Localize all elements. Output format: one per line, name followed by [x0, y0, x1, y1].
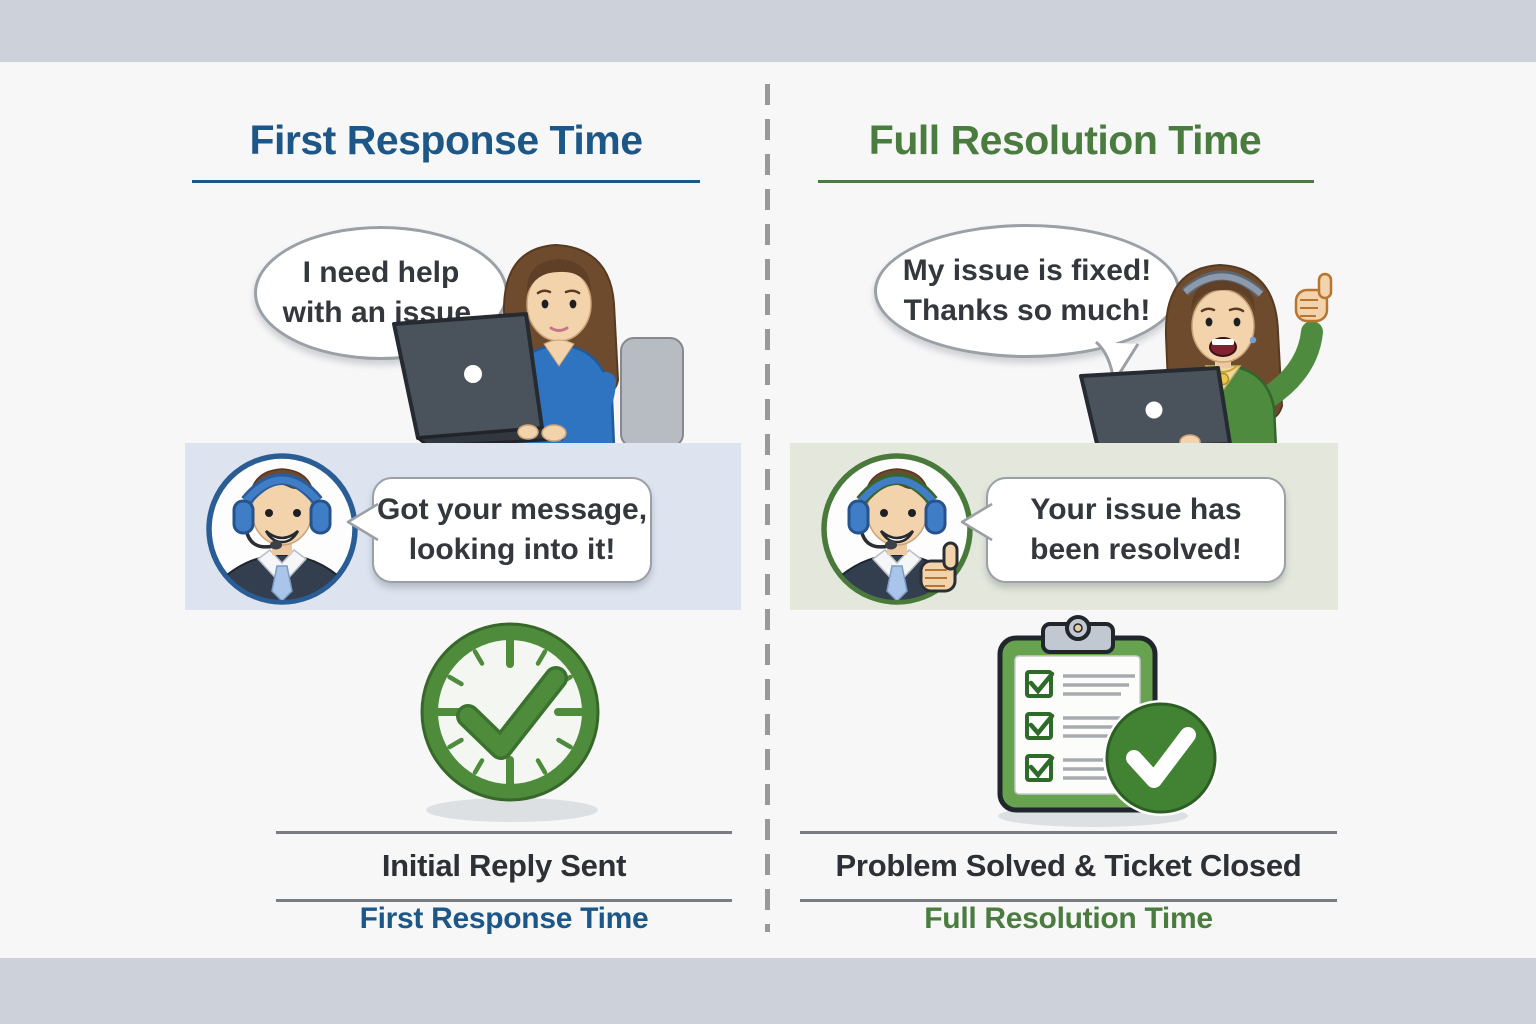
right-agent-bubble-tail	[960, 502, 993, 542]
left-support-agent-avatar-headset-icon	[206, 453, 358, 605]
panel-divider-dashed-line	[765, 84, 770, 932]
left-customer-bubble-line1: I need help	[302, 256, 460, 290]
left-agent-bubble-line1: Got your message,	[376, 493, 648, 527]
right-customer-bubble-line2: Thanks so much!	[903, 294, 1151, 327]
left-agent-speech-bubble: Got your message, looking into it!	[372, 477, 652, 583]
left-title-underline	[192, 180, 700, 183]
right-agent-speech-bubble: Your issue has been resolved!	[986, 477, 1286, 583]
left-agent-bubble-tail	[346, 502, 379, 542]
right-metric-label: Full Resolution Time	[924, 902, 1213, 935]
right-agent-bubble-line2: been resolved!	[1030, 533, 1242, 566]
right-customer-bubble-line1: My issue is fixed!	[902, 254, 1152, 288]
raised-fist	[1294, 288, 1329, 323]
right-customer-speech-bubble: My issue is fixed! Thanks so much!	[874, 224, 1180, 358]
thumbs-up-hand	[919, 541, 959, 593]
clipboard-check-icon	[997, 615, 1219, 827]
laptop-logo	[464, 365, 482, 383]
right-customer-illustration-woman-cheering	[1079, 263, 1333, 448]
bottom-frame-bar	[0, 958, 1536, 1024]
left-milestone-label: Initial Reply Sent	[276, 831, 732, 902]
left-metric-label: First Response Time	[359, 902, 649, 935]
right-title-underline	[818, 180, 1314, 183]
left-customer-illustration-woman-typing	[392, 243, 684, 447]
clock-check-icon	[420, 622, 600, 822]
right-agent-bubble-line1: Your issue has	[1030, 493, 1242, 527]
chair	[620, 337, 684, 447]
left-agent-bubble-line2: looking into it!	[408, 533, 616, 566]
top-frame-bar	[0, 0, 1536, 62]
right-milestone-label: Problem Solved & Ticket Closed	[800, 831, 1337, 902]
left-panel-title: First Response Time	[249, 117, 643, 163]
laptop-logo	[1145, 401, 1163, 419]
right-panel-title: Full Resolution Time	[868, 117, 1262, 163]
right-support-agent-avatar-thumbs-up-icon	[821, 453, 973, 605]
